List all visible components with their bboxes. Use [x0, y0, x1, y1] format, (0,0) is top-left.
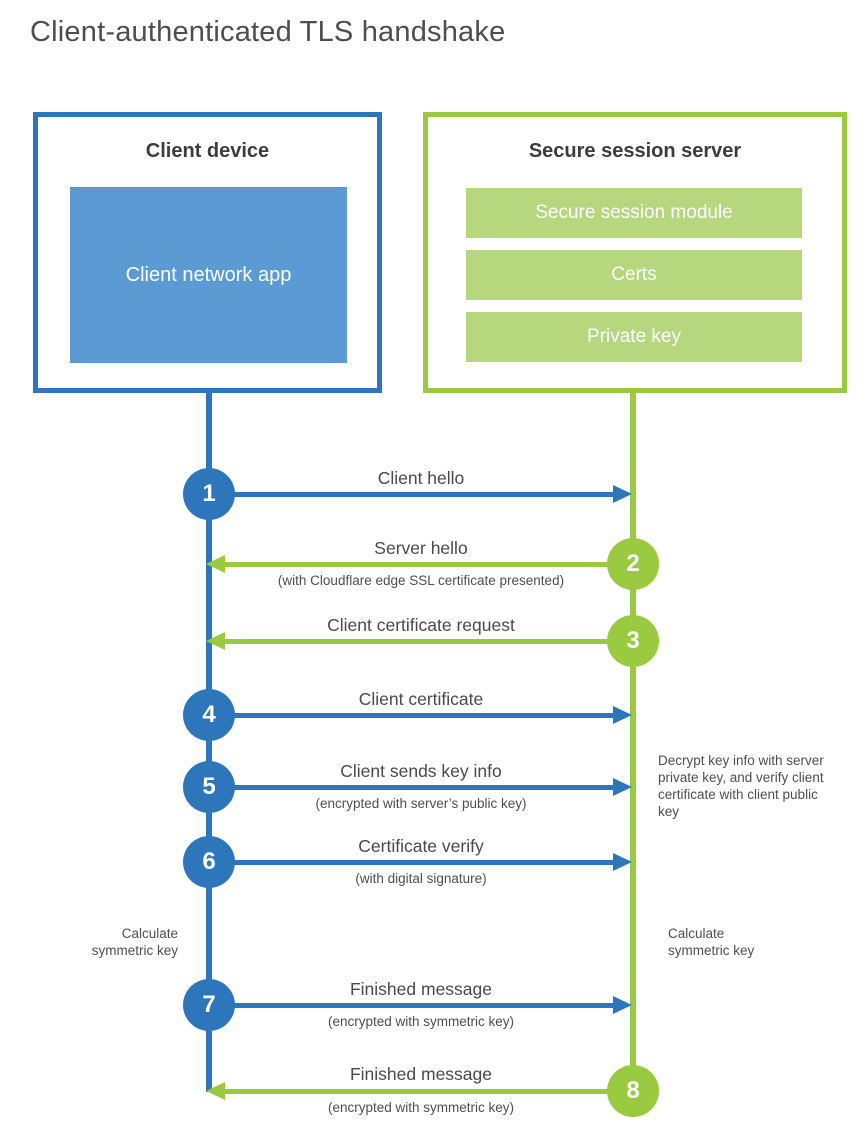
client-lifeline: [206, 391, 212, 1092]
message-1-arrow: [209, 492, 613, 497]
message-8-arrow: [225, 1089, 633, 1094]
message-2-label: Server hello: [374, 538, 468, 558]
message-4-label: Client certificate: [358, 689, 484, 709]
message-7-arrow: [209, 1003, 613, 1008]
message-6-arrow: [209, 860, 613, 865]
step-circle-5: 5: [183, 761, 235, 813]
server-module-secure-session: Secure session module: [466, 188, 802, 238]
step-circle-6: 6: [183, 836, 235, 888]
message-1-arrowhead-icon: [613, 485, 632, 503]
step-circle-4: 4: [183, 689, 235, 741]
message-5-arrowhead-icon: [613, 778, 632, 796]
page-title: Client-authenticated TLS handshake: [30, 16, 506, 48]
server-lifeline: [630, 391, 636, 1091]
message-5-arrow: [209, 785, 613, 790]
message-7-note: (encrypted with symmetric key): [327, 1014, 515, 1029]
message-5-note: (encrypted with server’s public key): [315, 796, 527, 811]
message-7-arrowhead-icon: [613, 996, 632, 1014]
message-2-note: (with Cloudflare edge SSL certificate pr…: [277, 573, 565, 588]
message-8-label: Finished message: [349, 1064, 493, 1084]
message-5-label: Client sends key info: [340, 761, 502, 781]
step-circle-2: 2: [607, 538, 659, 590]
message-4-arrow: [209, 713, 613, 718]
message-2-arrowhead-icon: [206, 555, 225, 573]
message-3-label: Client certificate request: [327, 615, 515, 635]
step-circle-3: 3: [607, 615, 659, 667]
message-7-label: Finished message: [349, 979, 493, 999]
message-6-label: Certificate verify: [358, 836, 484, 856]
message-6-note: (with digital signature): [355, 871, 487, 886]
message-3-arrow: [225, 639, 633, 644]
calculate-symmetric-key-left-note: Calculate symmetric key: [91, 926, 178, 958]
message-3-arrowhead-icon: [206, 632, 225, 650]
message-8-note: (encrypted with symmetric key): [327, 1100, 515, 1115]
message-4-arrowhead-icon: [613, 706, 632, 724]
step-circle-8: 8: [607, 1065, 659, 1117]
message-8-arrowhead-icon: [206, 1082, 225, 1100]
secure-session-server-title: Secure session server: [528, 140, 742, 162]
step-circle-7: 7: [183, 979, 235, 1031]
message-1-label: Client hello: [377, 468, 465, 488]
server-module-private-key: Private key: [466, 312, 802, 362]
message-2-arrow: [225, 562, 633, 567]
decrypt-note: Decrypt key info with server private key…: [658, 753, 824, 819]
step-circle-1: 1: [183, 468, 235, 520]
client-device-title: Client device: [145, 140, 270, 162]
calculate-symmetric-key-right-note: Calculate symmetric key: [668, 926, 755, 958]
client-network-app-box: Client network app: [70, 187, 347, 363]
server-module-certs: Certs: [466, 250, 802, 300]
message-6-arrowhead-icon: [613, 853, 632, 871]
